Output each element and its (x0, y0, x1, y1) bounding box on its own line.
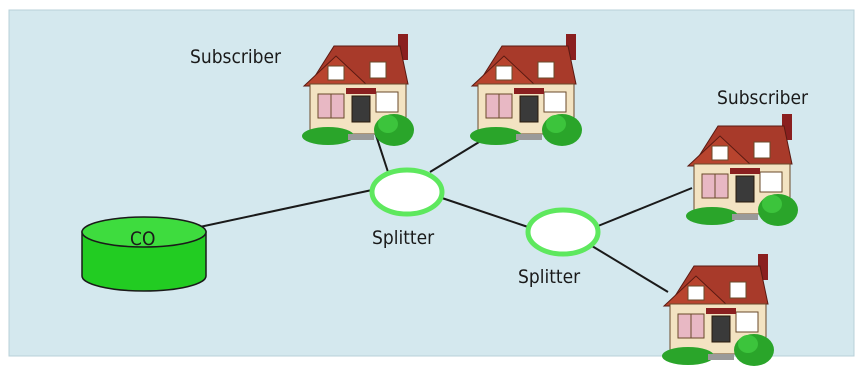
link-splitter2-house4 (591, 245, 669, 293)
splitter-node-1 (369, 167, 445, 217)
co-label: CO (130, 228, 156, 250)
co-cylinder (81, 216, 207, 292)
link-co-splitter1 (194, 189, 373, 229)
splitter-1-label: Splitter (372, 227, 435, 249)
splitter-node-2 (525, 207, 601, 257)
subscriber-1-label: Subscriber (190, 46, 282, 68)
link-splitter1-splitter2 (441, 197, 529, 228)
subscriber-2-label: Subscriber (717, 87, 809, 109)
link-splitter2-house3 (597, 187, 693, 227)
splitter-2-label: Splitter (518, 266, 581, 288)
